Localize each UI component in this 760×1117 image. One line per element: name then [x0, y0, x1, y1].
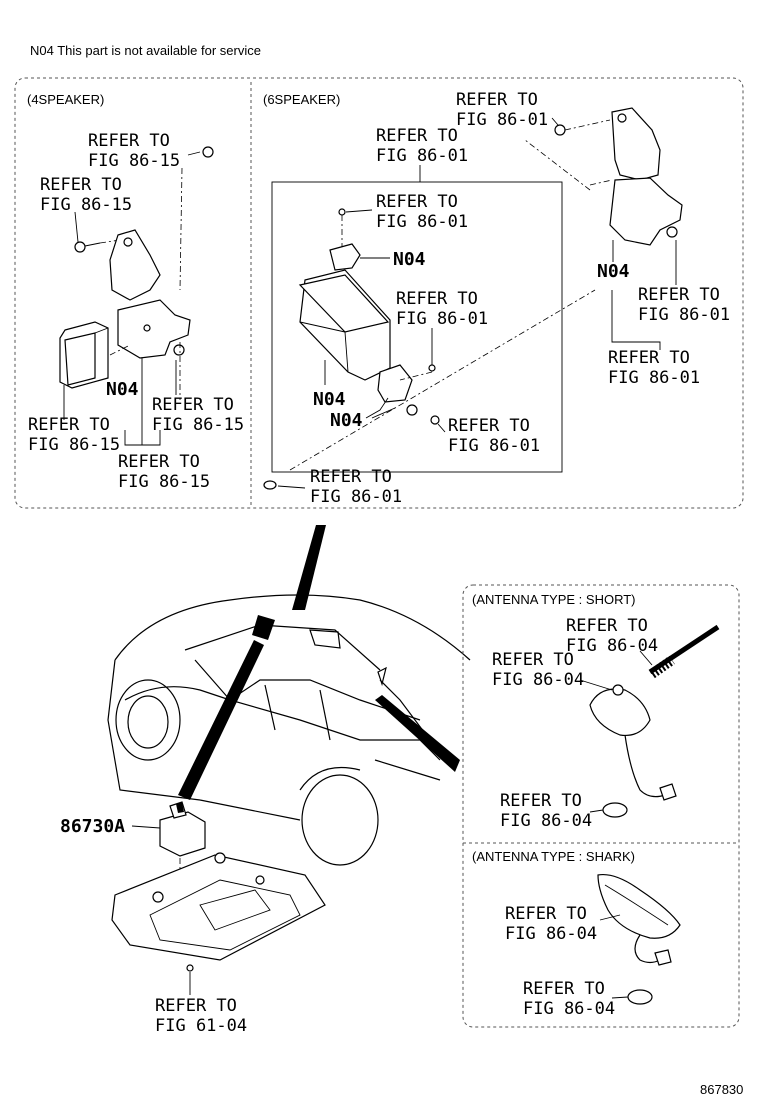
ref-label: REFER TO [608, 348, 690, 368]
n04-marker: N04 [313, 389, 346, 410]
figure-number: 867830 [700, 1082, 743, 1097]
leader-bar [178, 640, 264, 800]
note-text: N04 This part is not available for servi… [30, 43, 261, 58]
amp-group-frame [271, 181, 563, 473]
ref-fig[interactable]: FIG 86-15 [152, 415, 244, 435]
ref-label: REFER TO [376, 192, 458, 212]
ref-label: REFER TO [500, 791, 582, 811]
bracket-6speaker-right [609, 107, 683, 246]
ref-label: REFER TO [155, 996, 237, 1016]
ref-fig[interactable]: FIG 86-04 [500, 811, 592, 831]
ref-fig[interactable]: FIG 86-04 [492, 670, 584, 690]
ref-label: REFER TO [28, 415, 110, 435]
ref-fig[interactable]: FIG 86-01 [608, 368, 700, 388]
section-label-antenna-shark: (ANTENNA TYPE : SHARK) [472, 849, 635, 864]
ref-label: REFER TO [376, 126, 458, 146]
ref-label: REFER TO [523, 979, 605, 999]
ref-label: REFER TO [310, 467, 392, 487]
antenna-section-frame [462, 584, 740, 1028]
ref-label: REFER TO [492, 650, 574, 670]
ref-label: REFER TO [118, 452, 200, 472]
section-label-6speaker: (6SPEAKER) [263, 92, 340, 107]
section-label-4speaker: (4SPEAKER) [27, 92, 104, 107]
ref-fig[interactable]: FIG 86-01 [376, 146, 468, 166]
ref-fig[interactable]: FIG 86-01 [638, 305, 730, 325]
antenna-shark [597, 873, 681, 1005]
ref-label: REFER TO [448, 416, 530, 436]
n04-marker: N04 [330, 410, 363, 431]
ref-fig[interactable]: FIG 86-01 [376, 212, 468, 232]
speaker-section-frame [14, 77, 744, 509]
ref-label: REFER TO [396, 289, 478, 309]
n04-marker: N04 [106, 379, 139, 400]
ref-label: REFER TO [505, 904, 587, 924]
ref-fig[interactable]: FIG 86-01 [310, 487, 402, 507]
part-number-86730A[interactable]: 86730A [60, 816, 125, 837]
amplifier-4speaker-assembly [59, 146, 214, 400]
ref-fig[interactable]: FIG 86-01 [456, 110, 548, 130]
ref-label: REFER TO [638, 285, 720, 305]
ref-label: REFER TO [152, 395, 234, 415]
ref-label: REFER TO [566, 616, 648, 636]
ref-label: REFER TO [88, 131, 170, 151]
ref-fig[interactable]: FIG 86-15 [28, 435, 120, 455]
n04-marker: N04 [393, 249, 426, 270]
antenna-amplifier-86730A [159, 801, 206, 857]
ref-fig[interactable]: FIG 86-01 [448, 436, 540, 456]
ref-label: REFER TO [456, 90, 538, 110]
ref-fig[interactable]: FIG 86-04 [523, 999, 615, 1019]
ref-fig[interactable]: FIG 86-04 [566, 636, 658, 656]
ref-fig[interactable]: FIG 61-04 [155, 1016, 247, 1036]
ref-label: REFER TO [40, 175, 122, 195]
ref-fig[interactable]: FIG 86-15 [118, 472, 210, 492]
antenna-short [589, 624, 720, 818]
mount-clip [329, 243, 361, 271]
leader-bar [375, 695, 460, 772]
ref-fig[interactable]: FIG 86-15 [88, 151, 180, 171]
ref-fig[interactable]: FIG 86-15 [40, 195, 132, 215]
roof-console [111, 852, 326, 972]
ref-fig[interactable]: FIG 86-01 [396, 309, 488, 329]
ref-fig[interactable]: FIG 86-04 [505, 924, 597, 944]
amplifier-6speaker [298, 269, 436, 416]
section-label-antenna-short: (ANTENNA TYPE : SHORT) [472, 592, 636, 607]
leader-bar [292, 525, 326, 610]
n04-marker: N04 [597, 261, 630, 282]
amp-location-mark [252, 615, 275, 640]
